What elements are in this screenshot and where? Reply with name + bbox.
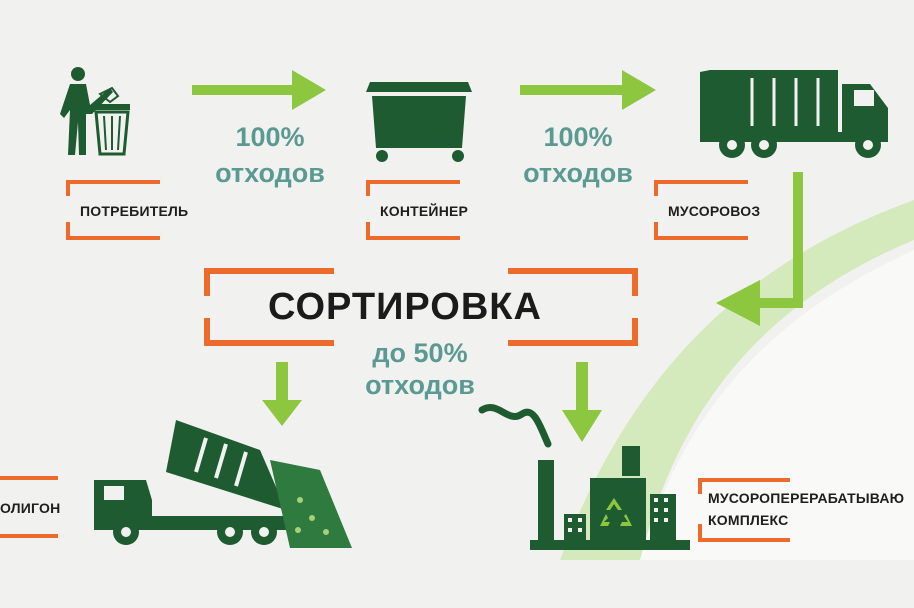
label-container: КОНТЕЙНЕР [380, 203, 468, 219]
arrow-consumer-to-container [192, 70, 326, 110]
arrow-sorting-to-landfill [262, 362, 302, 426]
label-plant-line1: МУСОРОПЕРЕРАБАТЫВАЮ [708, 490, 914, 506]
sorting-title: СОРТИРОВКА [268, 286, 542, 329]
arrow-container-to-truck [520, 70, 656, 110]
arrow2-percent: 100% [488, 122, 668, 152]
sorting-share-caption: отходов [330, 370, 510, 400]
garbage-truck-icon [700, 70, 888, 158]
label-landfill: ОЛИГОН [0, 500, 60, 516]
label-plant-line2: КОМПЛЕКС [708, 512, 788, 528]
label-consumer: ПОТРЕБИТЕЛЬ [80, 203, 188, 219]
arrow-sorting-to-plant [562, 362, 602, 442]
label-truck: МУСОРОВОЗ [668, 203, 760, 219]
person-bin-icon [60, 67, 130, 155]
dump-truck-icon [94, 420, 352, 548]
arrow-truck-to-sorting [716, 172, 803, 326]
arrow1-percent: 100% [180, 122, 360, 152]
dumpster-icon [366, 82, 472, 162]
arrow1-caption: отходов [180, 158, 360, 188]
arrow2-caption: отходов [488, 158, 668, 188]
sorting-share: до 50% [330, 338, 510, 368]
